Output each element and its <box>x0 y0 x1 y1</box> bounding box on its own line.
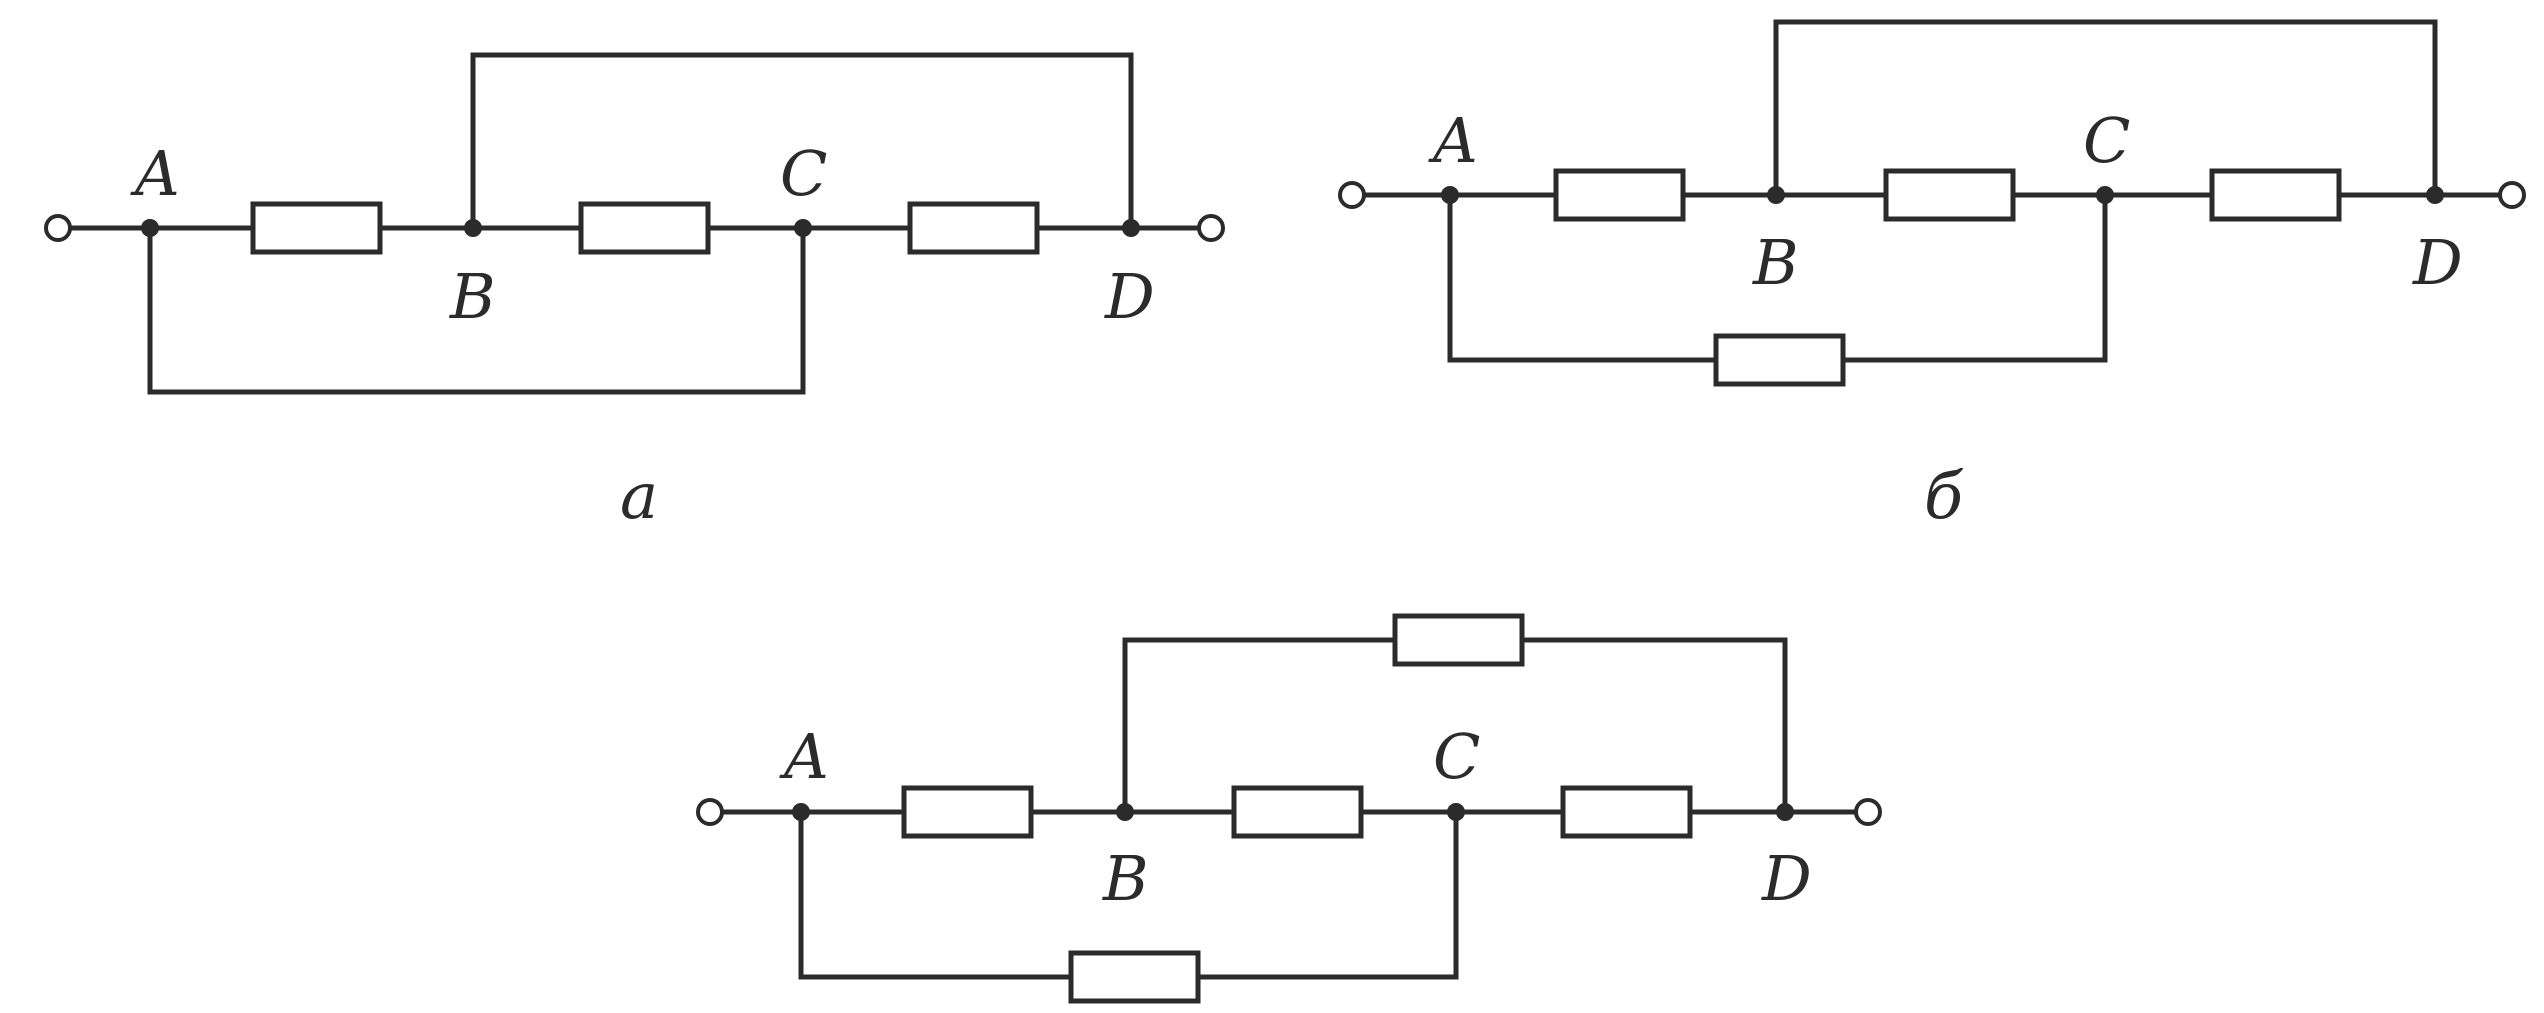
resistor-ab <box>1553 168 1686 222</box>
bypass-wire-b-d <box>470 52 1134 231</box>
node-a <box>1441 186 1459 204</box>
terminal-left <box>44 214 72 242</box>
node-c <box>794 219 812 237</box>
resistor-cd <box>907 201 1040 255</box>
caption-b: б <box>1924 460 1964 534</box>
resistor-cd <box>2209 168 2342 222</box>
bypass-wire-a-c <box>147 225 806 395</box>
label-a: A <box>779 720 829 793</box>
label-b: B <box>449 260 496 333</box>
resistor-bc <box>1231 785 1364 839</box>
resistor-cd <box>1560 785 1693 839</box>
node-c <box>1447 803 1465 821</box>
bypass-wire-a-r4 <box>1447 192 1719 363</box>
resistor-ac <box>1713 333 1846 387</box>
circuit-b: A B C D б <box>1338 19 2526 534</box>
bypass-wire-b-d <box>1773 19 2438 198</box>
node-c <box>2096 186 2114 204</box>
bypass-wire-r4-c <box>1840 192 2108 363</box>
terminal-left <box>1338 181 1366 209</box>
bypass-wire-r5-d <box>1519 637 1788 815</box>
label-c: C <box>2083 104 2130 177</box>
resistor-ab <box>901 785 1034 839</box>
terminal-right <box>1197 214 1225 242</box>
circuit-a: A B C D а <box>44 52 1225 534</box>
bypass-wire-r4-c <box>1195 809 1459 980</box>
label-b: B <box>1752 226 1799 299</box>
node-d <box>2426 186 2444 204</box>
terminal-right <box>1854 798 1882 826</box>
label-c: C <box>1433 720 1480 793</box>
label-a: A <box>1428 104 1478 177</box>
label-d: D <box>2412 226 2463 299</box>
node-d <box>1776 803 1794 821</box>
resistor-ab <box>250 201 383 255</box>
resistor-bd <box>1392 613 1525 667</box>
label-b: B <box>1102 842 1149 915</box>
resistor-bc <box>1883 168 2016 222</box>
node-a <box>792 803 810 821</box>
caption-a: а <box>620 460 658 534</box>
terminal-left <box>696 798 724 826</box>
node-b <box>1767 186 1785 204</box>
circuit-c: A B C D <box>696 613 1882 1004</box>
resistor-bc <box>578 201 711 255</box>
node-b <box>1116 803 1134 821</box>
resistor-ac <box>1068 950 1201 1004</box>
terminal-right <box>2498 181 2526 209</box>
label-d: D <box>1761 842 1812 915</box>
node-b <box>464 219 482 237</box>
bypass-wire-b-r5 <box>1122 637 1398 815</box>
label-a: A <box>130 137 180 210</box>
node-d <box>1122 219 1140 237</box>
label-c: C <box>780 137 827 210</box>
node-a <box>141 219 159 237</box>
bypass-wire-a-r4 <box>798 809 1074 980</box>
label-d: D <box>1104 260 1155 333</box>
